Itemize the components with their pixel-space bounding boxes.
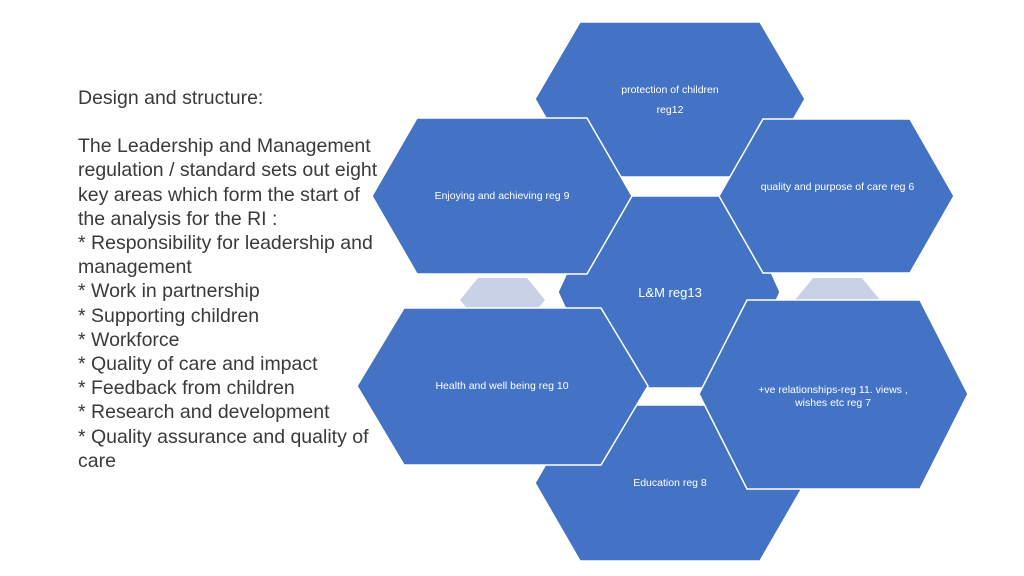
bullet-item: Responsibility for leadership and [78,231,398,255]
hex-upper-right-label: quality and purpose of care reg 6 [760,180,915,193]
hex-bottom-label: Education reg 8 [633,476,707,489]
hex-top-label-line1: protection of children [621,83,719,96]
bullet-item-continuation: care [78,449,116,472]
hex-top-label: protection of children reg12 [580,78,760,122]
bullet-item: Quality of care and impact [78,352,398,376]
bullet-item: Research and development [78,400,398,424]
hex-upper-left [371,117,633,275]
intro-line: the analysis for the RI : [78,207,278,230]
bullet-item: Feedback from children [78,376,398,400]
intro-line: regulation / standard sets out eight [78,159,378,182]
description-text: Design and structure: The Leadership and… [78,86,398,473]
hex-upper-left-label: Enjoying and achieving reg 9 [434,189,570,202]
hex-top-label-line2: reg12 [656,103,684,116]
hex-upper-right [718,118,955,274]
hex-lower-left [356,307,649,466]
hex-lower-right [698,299,969,490]
intro-line: The Leadership and Management [78,135,371,158]
bullet-item-continuation: management [78,256,192,279]
bullet-item: Work in partnership [78,279,398,303]
bullet-item: Supporting children [78,304,398,328]
hex-lower-left-label: Health and well being reg 10 [435,379,569,392]
heading: Design and structure: [78,87,264,109]
bullet-item: Workforce [78,328,398,352]
hex-lower-right-label: +ve relationships-reg 11. views , wishes… [758,384,908,409]
bullet-item: Quality assurance and quality of [78,425,398,449]
hex-center-label: L&M reg13 [638,284,702,300]
intro-line: key areas which form the start of [78,183,360,206]
